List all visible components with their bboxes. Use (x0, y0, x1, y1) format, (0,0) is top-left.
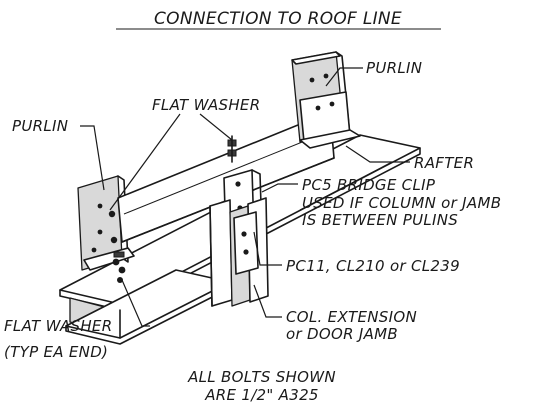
label-col-extension-1: COL. EXTENSION (286, 308, 417, 326)
diagram-title: CONNECTION TO ROOF LINE (154, 9, 402, 29)
label-bolts-2: ARE 1/2" A325 (204, 386, 319, 404)
label-rafter: RAFTER (414, 154, 474, 172)
label-flat-washer-top: FLAT WASHER (152, 96, 260, 114)
label-col-extension-2: or DOOR JAMB (286, 325, 398, 343)
label-bridge-clip-1: PC5 BRIDGE CLIP (302, 176, 436, 194)
purlin-right-member (291, 51, 361, 149)
label-bolts-1: ALL BOLTS SHOWN (187, 368, 336, 386)
leader-lines (80, 67, 410, 327)
label-clip-parts: PC11, CL210 or CL239 (286, 257, 460, 275)
label-bridge-clip-3: IS BETWEEN PULINS (302, 211, 458, 229)
label-flat-washer-bottom-2: (TYP EA END) (4, 343, 108, 361)
column-extension (209, 197, 269, 307)
label-purlin-right: PURLIN (366, 59, 422, 77)
label-purlin-left: PURLIN (12, 117, 68, 135)
rafter-bolts (112, 251, 126, 283)
label-flat-washer-bottom-1: FLAT WASHER (4, 317, 112, 335)
label-bridge-clip-2: USED IF COLUMN or JAMB (302, 194, 501, 212)
